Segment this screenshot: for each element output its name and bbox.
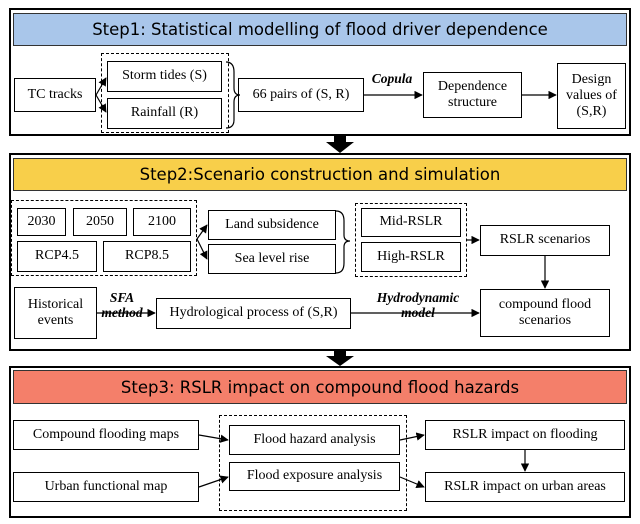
arrow-hazard-to-flooding — [399, 432, 425, 441]
rslr-scenarios-box: RSLR scenarios — [480, 225, 610, 256]
sfa-method-label: SFA method — [101, 290, 143, 320]
step1-panel — [9, 8, 631, 136]
step3-header: Step3: RSLR impact on compound flood haz… — [13, 370, 627, 404]
arrow-urban-to-exposure — [198, 475, 229, 488]
pairs-box: 66 pairs of (S, R) — [238, 78, 364, 112]
drivers-group — [101, 53, 229, 133]
urban-map-box: Urban functional map — [13, 472, 199, 502]
compound-scenarios-box: compound flood scenarios — [480, 289, 610, 337]
arrow-maps-to-hazard — [198, 434, 229, 443]
hydrological-box: Hydrological process of (S,R) — [156, 298, 351, 329]
analysis-group — [219, 415, 407, 511]
historical-events-box: Historical events — [14, 287, 97, 339]
rslr-group — [355, 203, 467, 277]
year-2100-box: 2100 — [133, 208, 191, 236]
rcp85-box: RCP8.5 — [103, 241, 191, 272]
design-values-box: Design values of (S,R) — [557, 63, 626, 129]
impact-flooding-box: RSLR impact on flooding — [425, 420, 625, 450]
storm-tides-box: Storm tides (S) — [107, 61, 222, 92]
dependence-box: Dependence structure — [423, 72, 522, 118]
high-rslr-box: High-RSLR — [361, 242, 461, 272]
step3-panel — [9, 366, 631, 518]
arrow-time-to-subsidence — [196, 224, 208, 240]
brace-step2 — [335, 210, 351, 274]
rcp45-box: RCP4.5 — [17, 241, 97, 272]
land-subsidence-box: Land subsidence — [208, 210, 336, 240]
sea-level-rise-box: Sea level rise — [208, 244, 336, 274]
compound-maps-box: Compound flooding maps — [13, 420, 199, 450]
step1-header: Step1: Statistical modelling of flood dr… — [13, 13, 627, 46]
mid-rslr-box: Mid-RSLR — [361, 208, 461, 237]
brace-step1 — [225, 61, 241, 129]
timeframe-group — [11, 200, 197, 276]
arrow-tc-to-storm — [95, 77, 107, 96]
year-2030-box: 2030 — [17, 208, 66, 236]
arrow-tc-to-rain — [95, 94, 107, 113]
hydrodynamic-model-label: Hydrodynamic model — [376, 290, 460, 320]
arrow-exposure-to-urban — [399, 476, 425, 488]
arrow-time-to-slr — [196, 238, 208, 260]
step-transition-arrow-1 — [326, 136, 354, 153]
copula-label: Copula — [371, 71, 413, 86]
year-2050-box: 2050 — [73, 208, 127, 236]
step2-header: Step2:Scenario construction and simulati… — [13, 158, 627, 191]
impact-urban-box: RSLR impact on urban areas — [425, 472, 625, 502]
rainfall-box: Rainfall (R) — [107, 98, 222, 129]
hazard-analysis-box: Flood hazard analysis — [229, 425, 400, 455]
step2-panel — [9, 153, 631, 351]
step-transition-arrow-2 — [326, 351, 354, 366]
exposure-analysis-box: Flood exposure analysis — [229, 462, 400, 491]
tc-tracks-box: TC tracks — [14, 78, 96, 112]
